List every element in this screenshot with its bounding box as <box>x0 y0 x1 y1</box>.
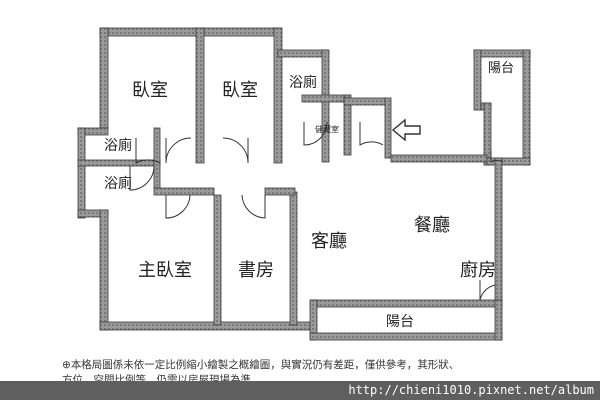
disclaimer-text-1: 本格局圖係未依一定比例縮小繪製之概繪圖，與實況仍有差距，僅供參考，其形狀、 <box>70 359 460 371</box>
room-label-master-bedroom: 主臥室 <box>138 260 192 281</box>
room-label-dining-room: 餐廳 <box>414 215 450 236</box>
room-label-study: 書房 <box>238 260 274 281</box>
floor-plan: 臥室 臥室 浴廁 儲藏室 陽台 浴廁 浴廁 客廳 餐廳 主臥室 書房 廚房 陽台 <box>77 27 531 341</box>
room-label-bathroom-left-1: 浴廁 <box>104 137 132 154</box>
footer-bar: http://chieni1010.pixnet.net/album <box>0 381 600 400</box>
room-label-bedroom-2: 臥室 <box>222 80 258 101</box>
door-arc <box>165 137 192 164</box>
door-arc <box>490 150 504 163</box>
door-arc <box>359 122 384 146</box>
door-arc <box>241 194 266 219</box>
room-label-bathroom-left-2: 浴廁 <box>104 175 132 192</box>
door-arc <box>129 165 155 191</box>
room-label-bedroom-1: 臥室 <box>132 80 168 101</box>
door-arc <box>135 138 161 164</box>
door-arc <box>303 121 328 146</box>
walls <box>77 27 531 341</box>
door-arc <box>165 194 191 219</box>
room-label-balcony-bottom: 陽台 <box>386 314 414 330</box>
room-label-kitchen: 廚房 <box>460 259 496 281</box>
room-label-storage: 儲藏室 <box>315 124 339 134</box>
entrance-arrow <box>391 118 421 142</box>
info-icon: ⊕ <box>62 359 71 371</box>
room-label-balcony-top: 陽台 <box>488 61 514 76</box>
room-label-bathroom-top: 浴廁 <box>289 74 317 91</box>
door-arc <box>222 137 249 164</box>
doors <box>129 121 504 301</box>
disclaimer-line-1: ⊕本格局圖係未依一定比例縮小繪製之概繪圖，與實況仍有差距，僅供參考，其形狀、 <box>62 358 582 373</box>
watermark-url: http://chieni1010.pixnet.net/album <box>348 383 594 397</box>
room-labels: 臥室 臥室 浴廁 儲藏室 陽台 浴廁 浴廁 客廳 餐廳 主臥室 書房 廚房 陽台 <box>104 61 514 330</box>
door-arc <box>479 280 496 301</box>
room-label-living-room: 客廳 <box>311 231 347 252</box>
